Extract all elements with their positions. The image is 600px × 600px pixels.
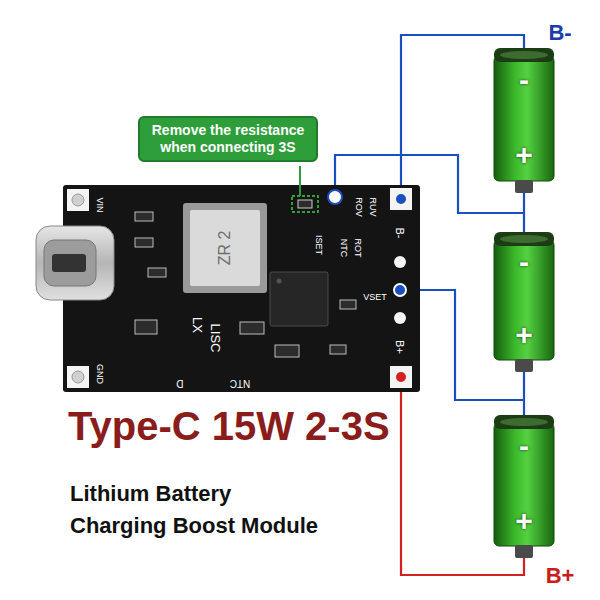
pin-name: NTC: [339, 239, 348, 258]
mounting-hole: [72, 371, 84, 383]
wire-connector: [523, 372, 525, 415]
pin-name: ROT: [353, 239, 362, 258]
title: Type-C 15W 2-3S: [68, 404, 390, 449]
mounting-hole: [72, 194, 84, 206]
inductor: [190, 210, 260, 286]
resistor: [340, 300, 356, 309]
solder-hole: [394, 284, 406, 296]
solder-hole: [394, 312, 406, 324]
polarity-sign: +: [490, 140, 558, 170]
resistor: [298, 200, 312, 208]
solder-pad: [390, 188, 412, 210]
capacitor: [148, 268, 166, 277]
polarity-sign: +: [490, 320, 558, 350]
polarity-sign: -: [490, 65, 558, 95]
terminal-label: B-: [548, 22, 571, 44]
solder-hole: [328, 190, 342, 204]
callout-text: Remove the resistance when connecting 3S: [148, 122, 308, 156]
usb-c-connector: [36, 226, 114, 300]
battery-cap: [494, 48, 554, 62]
battery-cap: [500, 51, 548, 59]
polarity-sign: -: [490, 247, 558, 277]
pin-name: B-: [394, 228, 405, 239]
part-marking: ZR 2: [217, 231, 233, 266]
leader-line: [299, 166, 301, 196]
pin-name: RUV: [368, 197, 377, 216]
battery-cap: [494, 232, 554, 246]
ic-dot: [277, 279, 282, 284]
inductor: [183, 203, 267, 293]
pin-name: ISET: [314, 235, 323, 255]
solder-hole: [394, 256, 406, 268]
resistor: [135, 238, 153, 247]
battery-cap: [494, 415, 554, 429]
capacitor: [240, 322, 264, 334]
capacitor: [275, 345, 299, 357]
battery-terminal: [515, 545, 533, 558]
callout-box: Remove the resistance when connecting 3S: [138, 116, 318, 162]
usb-c-connector: [52, 254, 86, 272]
battery-cap: [500, 235, 548, 243]
battery-terminal: [515, 359, 533, 372]
ic-chip: [270, 272, 328, 326]
solder-pad: [390, 366, 412, 388]
resistor: [135, 212, 153, 221]
pin-name: VIN: [95, 197, 104, 212]
silkscreen-text: NTC: [230, 378, 251, 388]
battery-cell: -+: [490, 232, 558, 372]
solder-hole: [396, 194, 406, 204]
polarity-sign: +: [490, 506, 558, 536]
mounting-pad: [67, 189, 89, 211]
terminal-label: B+: [546, 565, 575, 587]
wire-connector: [523, 193, 525, 232]
solder-hole: [396, 372, 406, 382]
resistor: [330, 345, 346, 354]
diode: [135, 320, 157, 334]
silkscreen-text: D: [176, 378, 183, 388]
polarity-sign: -: [490, 431, 558, 461]
battery-cap: [500, 418, 548, 426]
battery-terminal: [515, 180, 533, 193]
mounting-pad: [67, 366, 89, 388]
pin-name: ROV: [354, 197, 363, 217]
silkscreen-text: LISC: [209, 324, 222, 353]
highlight-box: [292, 196, 318, 212]
pin-name: B+: [394, 340, 405, 354]
battery-cell: -+: [490, 48, 558, 193]
pin-name: VSET: [363, 293, 387, 302]
usb-c-connector: [44, 240, 96, 286]
pcb-board: [63, 185, 420, 392]
pin-name: GND: [95, 364, 104, 384]
caption: Lithium Battery Charging Boost Module: [70, 478, 326, 542]
silkscreen-text: LX: [191, 317, 204, 333]
battery-cell: -+: [490, 415, 558, 558]
